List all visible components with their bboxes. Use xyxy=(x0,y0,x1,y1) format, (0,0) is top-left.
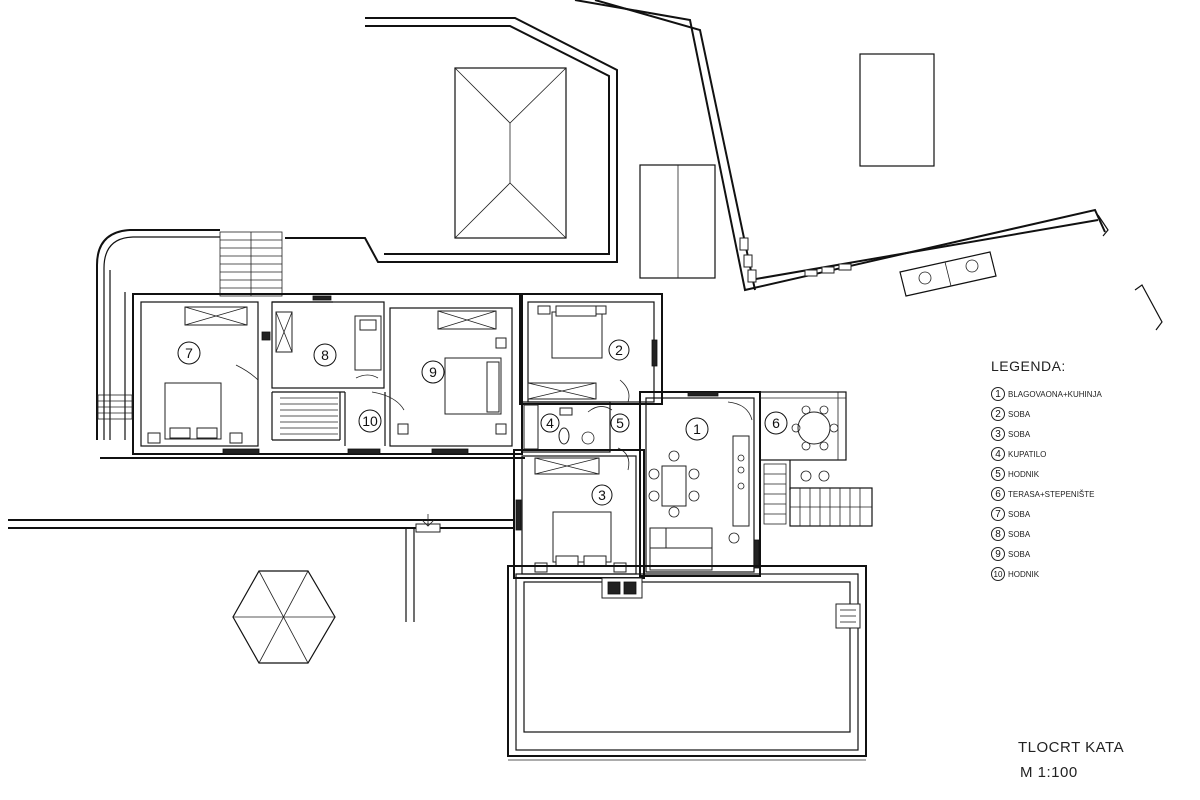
legend-item-number: 4 xyxy=(991,447,1005,461)
stairs-interior xyxy=(280,397,338,435)
pool xyxy=(507,565,867,761)
outdoor-bench xyxy=(899,251,997,297)
room-number-markers: 1 2 3 4 5 6 7 8 9 10 xyxy=(177,339,788,506)
legend-item-number: 7 xyxy=(991,507,1005,521)
room-number-10: 10 xyxy=(362,413,378,429)
legend-item-label: BLAGOVAONA+KUHINJA xyxy=(1008,389,1102,399)
room-number-3: 3 xyxy=(598,487,606,503)
legend-item-number: 8 xyxy=(991,527,1005,541)
legend-item-number: 10 xyxy=(991,567,1005,581)
room-number-4: 4 xyxy=(546,415,554,431)
legend-item-label: TERASA+STEPENIŠTE xyxy=(1008,489,1095,499)
room-number-1: 1 xyxy=(693,421,701,437)
neighbor-hip-roof xyxy=(454,67,567,239)
drawing-title: TLOCRT KATA xyxy=(1018,739,1125,756)
legend-item-label: SOBA xyxy=(1008,409,1031,419)
site-wall-west xyxy=(96,229,220,440)
legend-item-number: 3 xyxy=(991,427,1005,441)
legend-item-label: HODNIK xyxy=(1008,569,1040,579)
room-number-6: 6 xyxy=(772,415,780,431)
room-number-7: 7 xyxy=(185,345,193,361)
legend-item-number: 6 xyxy=(991,487,1005,501)
site-wall-north xyxy=(285,17,618,263)
legend-item-number: 9 xyxy=(991,547,1005,561)
neighbor-shed xyxy=(639,164,716,279)
house-west-wing-walls xyxy=(100,293,525,459)
stairs-north xyxy=(219,231,283,297)
railing-west xyxy=(97,394,133,420)
legend-item-label: SOBA xyxy=(1008,429,1031,439)
room-number-9: 9 xyxy=(429,364,437,380)
drawing-scale: M 1:100 xyxy=(1020,764,1078,781)
room-number-8: 8 xyxy=(321,347,329,363)
room-number-5: 5 xyxy=(616,415,624,431)
neighbor-building xyxy=(859,53,935,167)
fence-south xyxy=(8,514,514,622)
room-1-walls xyxy=(639,391,761,577)
terrace-6 xyxy=(759,391,873,527)
legend-item-label: KUPATILO xyxy=(1008,449,1047,459)
legend-title: LEGENDA: xyxy=(991,358,1066,374)
furniture-west-wing xyxy=(147,306,507,444)
umbrella-hexagon xyxy=(232,570,336,664)
west-wing-openings xyxy=(222,295,469,455)
legend-item-label: SOBA xyxy=(1008,549,1031,559)
room-number-2: 2 xyxy=(615,342,623,358)
site-boundary-road xyxy=(574,0,1163,331)
room-4-5-walls xyxy=(521,379,630,471)
legend-item-label: SOBA xyxy=(1008,509,1031,519)
room-2-walls xyxy=(519,293,663,405)
room-3-walls xyxy=(513,449,645,579)
legend-item-number: 2 xyxy=(991,407,1005,421)
legend-item-label: SOBA xyxy=(1008,529,1031,539)
legend-item-number: 5 xyxy=(991,467,1005,481)
legend-item-number: 1 xyxy=(991,387,1005,401)
legend-item-label: HODNIK xyxy=(1008,469,1040,479)
